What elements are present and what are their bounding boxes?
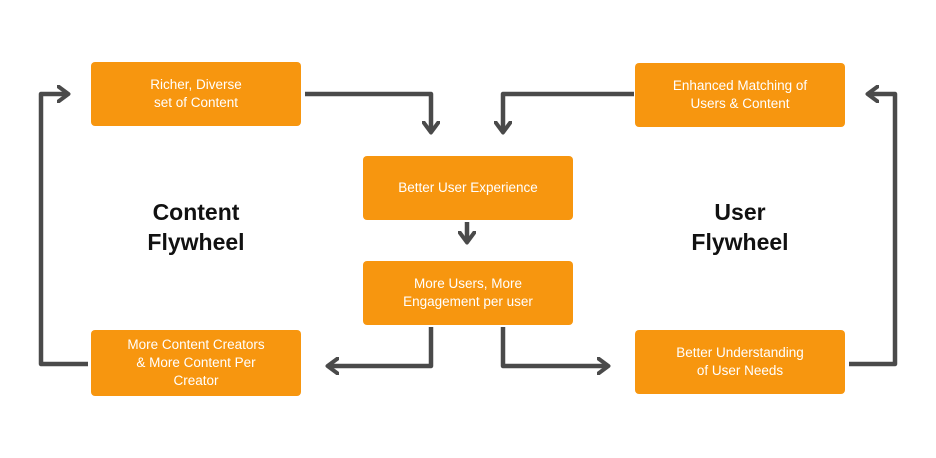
arrow-understanding-to-matching xyxy=(849,94,898,367)
arrow-users-to-understanding xyxy=(500,327,608,366)
node-more-users: More Users, More Engagement per user xyxy=(363,261,573,325)
label-content-flywheel: Content Flywheel xyxy=(147,199,245,255)
arrow-richer-to-experience xyxy=(305,91,431,132)
label-user-flywheel: User Flywheel xyxy=(691,199,789,255)
arrow-creators-to-richer xyxy=(38,94,88,367)
node-enhanced-matching: Enhanced Matching of Users & Content xyxy=(635,63,845,127)
node-better-user-experience: Better User Experience xyxy=(363,156,573,220)
arrow-matching-to-experience xyxy=(503,91,634,132)
node-richer-content: Richer, Diverse set of Content xyxy=(91,62,301,126)
node-better-understanding: Better Understanding of User Needs xyxy=(635,330,845,394)
arrow-users-to-creators xyxy=(328,327,434,366)
node-more-content-creators: More Content Creators & More Content Per… xyxy=(91,330,301,396)
